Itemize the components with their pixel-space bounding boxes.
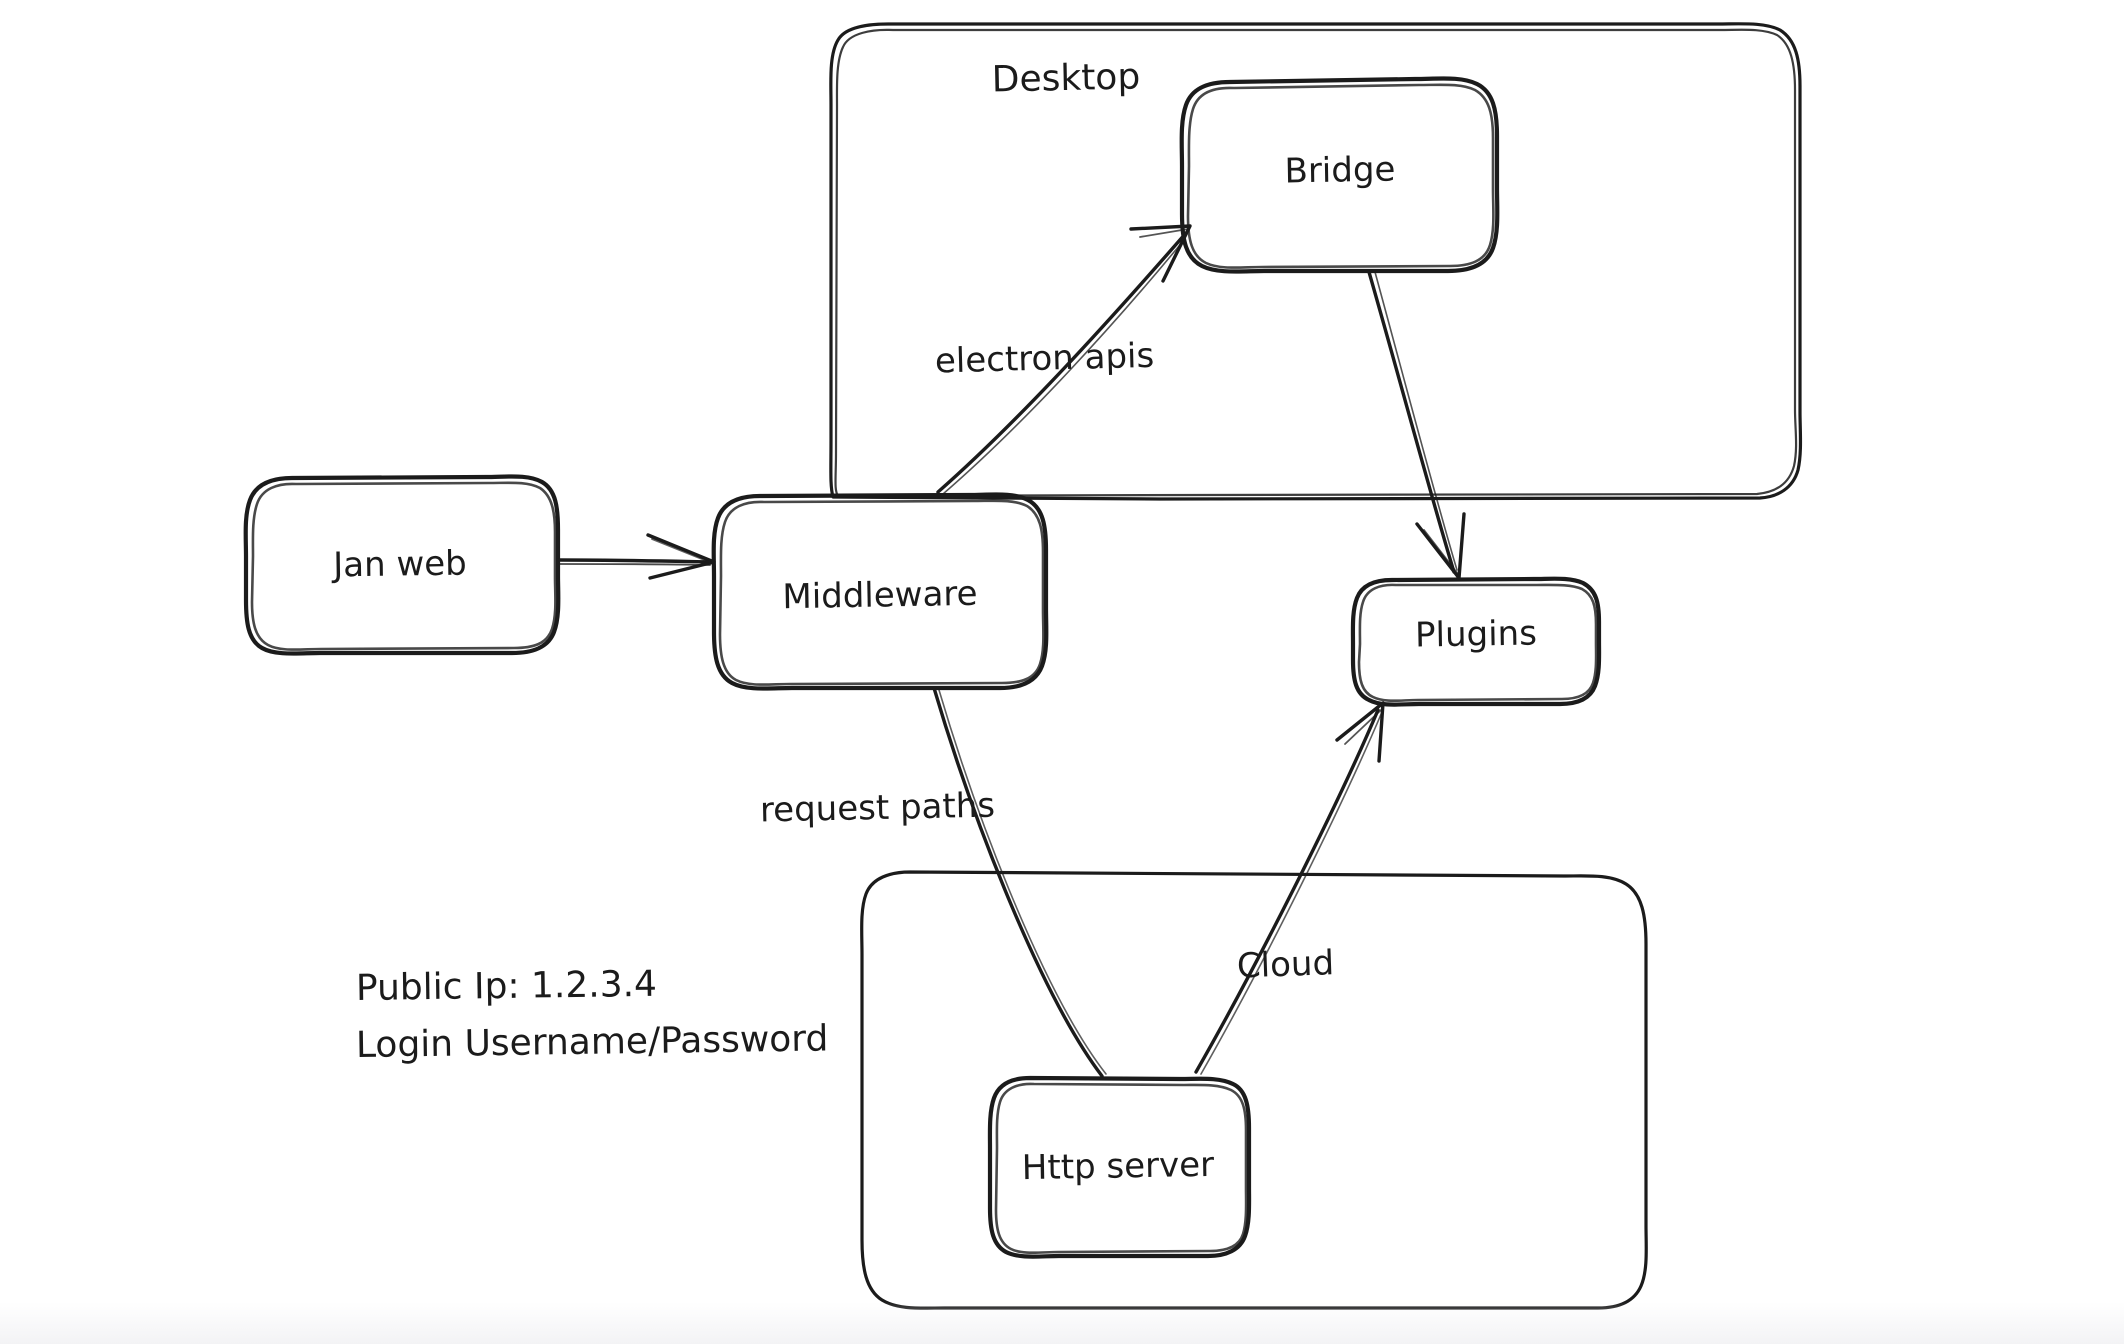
edge-middleware-to-bridge: electron apis: [934, 224, 1192, 495]
public-ip-note: Public Ip: 1.2.3.4: [356, 964, 658, 1009]
middleware-box-outline-second: [718, 499, 1045, 686]
group-cloud: [860, 870, 1648, 1310]
node-middleware[interactable]: Middleware: [711, 492, 1049, 691]
edge-middleware-to-http-server: request paths: [760, 686, 1107, 1078]
plugins-box-outline-second: [1357, 583, 1598, 703]
cloud-edge-label: Cloud: [1236, 943, 1334, 986]
group-desktop: Desktop: [829, 22, 1803, 501]
middleware-to-bridge-line-echo: [942, 239, 1185, 495]
notes-block: Public Ip: 1.2.3.4 Login Username/Passwo…: [356, 964, 829, 1066]
http-to-plugins-line: [1194, 708, 1380, 1074]
cloud-group-outline: [860, 870, 1648, 1310]
desktop-group-label: Desktop: [991, 56, 1140, 100]
node-plugins[interactable]: Plugins: [1350, 576, 1602, 707]
edge-bridge-to-plugins: [1367, 270, 1466, 580]
bridge-to-plugins-line: [1367, 270, 1456, 574]
jan-web-label: Jan web: [331, 544, 467, 586]
bridge-box-outline-second: [1186, 83, 1495, 269]
middleware-to-bridge-arrowhead-echo: [1139, 228, 1189, 238]
jan-web-box-outline: [243, 474, 561, 656]
node-bridge[interactable]: Bridge: [1179, 76, 1500, 274]
jan-to-middleware-arrowhead: [646, 533, 716, 580]
node-jan-web[interactable]: Jan web: [243, 474, 561, 656]
http-to-plugins-line-echo: [1200, 711, 1383, 1075]
edge-http-server-to-plugins: Cloud: [1194, 701, 1385, 1075]
middleware-label: Middleware: [782, 574, 978, 617]
middleware-box-outline: [711, 492, 1049, 691]
desktop-group-outline: [829, 22, 1803, 501]
http-server-label: Http server: [1022, 1145, 1215, 1188]
http-server-box-outline: [987, 1075, 1252, 1259]
edge-jan-web-to-middleware: [556, 533, 716, 580]
bridge-to-plugins-arrowhead-echo: [1423, 529, 1459, 575]
jan-web-box-outline-second: [250, 481, 557, 651]
bridge-to-plugins-line-echo: [1374, 271, 1458, 571]
bridge-to-plugins-arrowhead: [1415, 512, 1466, 580]
jan-to-middleware-line: [556, 558, 714, 564]
plugins-label: Plugins: [1415, 613, 1537, 655]
plugins-box-outline: [1350, 576, 1602, 707]
jan-to-middleware-line-echo: [559, 563, 711, 566]
node-http-server[interactable]: Http server: [987, 1075, 1252, 1259]
electron-apis-edge-label: electron apis: [934, 336, 1154, 382]
middleware-to-bridge-arrowhead: [1129, 224, 1192, 283]
http-to-plugins-arrowhead-echo: [1344, 709, 1382, 745]
desktop-group-outline-second: [834, 28, 1798, 498]
bridge-box-outline: [1179, 76, 1500, 274]
login-credentials-note: Login Username/Password: [356, 1018, 829, 1066]
http-to-plugins-arrowhead: [1335, 701, 1385, 763]
request-paths-edge-label: request paths: [760, 786, 996, 831]
middleware-to-http-line: [932, 686, 1104, 1078]
jan-to-middleware-arrowhead-echo: [651, 538, 713, 564]
middleware-to-http-line-echo: [938, 689, 1107, 1075]
bridge-label: Bridge: [1284, 150, 1396, 192]
middleware-to-bridge-line: [936, 231, 1188, 494]
http-server-box-outline-second: [994, 1082, 1248, 1255]
